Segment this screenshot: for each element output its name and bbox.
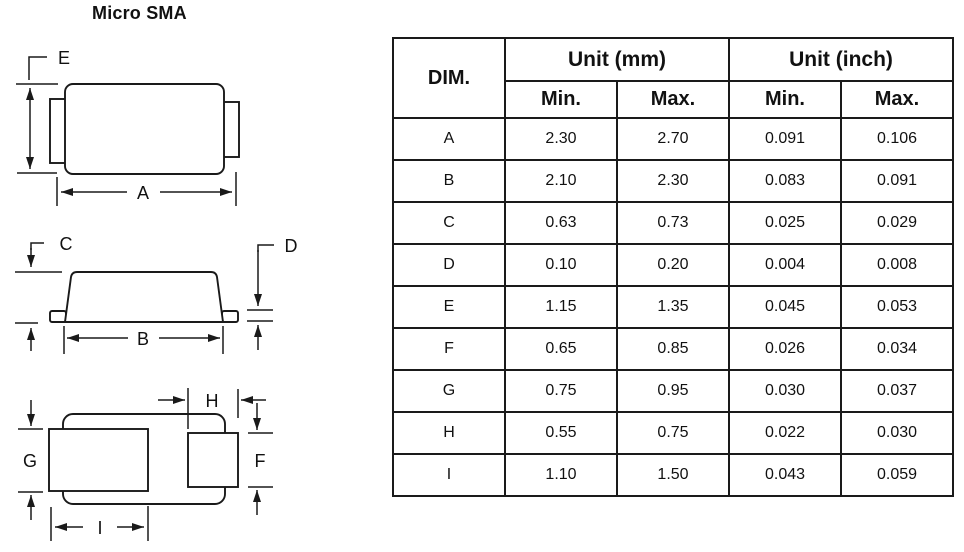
- cell-inch-min: 0.030: [728, 369, 842, 413]
- cell-inch-max: 0.106: [840, 117, 954, 161]
- cell-inch-max: 0.091: [840, 159, 954, 203]
- dim-h-lines: [158, 388, 266, 429]
- unit-inch-header: Unit (inch): [728, 37, 954, 82]
- cell-inch-max: 0.037: [840, 369, 954, 413]
- dim-label-h: H: [206, 391, 219, 411]
- table-row: F 0.65 0.85 0.026 0.034: [392, 327, 954, 371]
- cell-inch-min: 0.026: [728, 327, 842, 371]
- dim-label-i: I: [97, 518, 102, 538]
- table-header-row-minmax: Min. Max. Min. Max.: [393, 80, 954, 119]
- cell-mm-min: 1.10: [504, 453, 618, 497]
- dim-label-g: G: [23, 451, 37, 471]
- cell-dim: A: [392, 117, 506, 161]
- cell-inch-max: 0.029: [840, 201, 954, 245]
- bottom-view: H G F I: [18, 388, 273, 541]
- dim-label-e: E: [58, 48, 70, 68]
- top-view: E A: [16, 48, 240, 206]
- inch-max-header: Max.: [840, 80, 954, 119]
- side-view-right-lead: [221, 310, 239, 323]
- dim-g-lines: [18, 400, 43, 520]
- cell-dim: D: [392, 243, 506, 287]
- cell-mm-min: 0.65: [504, 327, 618, 371]
- top-view-body: [64, 83, 225, 175]
- dim-label-f: F: [255, 451, 266, 471]
- cell-dim: I: [392, 453, 506, 497]
- dim-e-lines: [16, 56, 58, 174]
- cell-dim: H: [392, 411, 506, 455]
- cell-mm-max: 0.85: [616, 327, 730, 371]
- bottom-view-left-pad: [48, 428, 149, 492]
- table-row: A 2.30 2.70 0.091 0.106: [392, 117, 954, 161]
- cell-mm-max: 0.20: [616, 243, 730, 287]
- cell-inch-max: 0.053: [840, 285, 954, 329]
- page-title: Micro SMA: [92, 3, 187, 23]
- cell-dim: C: [392, 201, 506, 245]
- cell-dim: F: [392, 327, 506, 371]
- dim-f-lines: [248, 403, 273, 515]
- dim-i-lines: [50, 506, 149, 541]
- table-row: B 2.10 2.30 0.083 0.091: [392, 159, 954, 203]
- table-row: C 0.63 0.73 0.025 0.029: [392, 201, 954, 245]
- cell-mm-min: 0.75: [504, 369, 618, 413]
- side-view: C B D: [15, 234, 298, 354]
- cell-mm-max: 0.75: [616, 411, 730, 455]
- dim-b-lines: [63, 326, 224, 354]
- cell-inch-max: 0.034: [840, 327, 954, 371]
- cell-dim: G: [392, 369, 506, 413]
- unit-mm-header: Unit (mm): [504, 37, 730, 82]
- cell-mm-max: 0.95: [616, 369, 730, 413]
- inch-min-header: Min.: [728, 80, 842, 119]
- table-row: E 1.15 1.35 0.045 0.053: [392, 285, 954, 329]
- dim-d-lines: [247, 244, 274, 350]
- table-row: I 1.10 1.50 0.043 0.059: [392, 453, 954, 497]
- dimension-table: DIM. Unit (mm) Unit (inch) Min. Max. Min…: [392, 37, 954, 497]
- cell-inch-min: 0.091: [728, 117, 842, 161]
- table-row: H 0.55 0.75 0.022 0.030: [392, 411, 954, 455]
- cell-mm-max: 2.30: [616, 159, 730, 203]
- cell-inch-min: 0.043: [728, 453, 842, 497]
- cell-inch-min: 0.083: [728, 159, 842, 203]
- cell-inch-min: 0.025: [728, 201, 842, 245]
- cell-inch-max: 0.030: [840, 411, 954, 455]
- cell-mm-max: 2.70: [616, 117, 730, 161]
- top-view-right-tab: [222, 101, 240, 158]
- dim-c-lines: [15, 242, 62, 351]
- dim-column-header: DIM.: [392, 37, 506, 119]
- cell-mm-min: 1.15: [504, 285, 618, 329]
- cell-mm-min: 2.30: [504, 117, 618, 161]
- cell-inch-max: 0.059: [840, 453, 954, 497]
- table-row: G 0.75 0.95 0.030 0.037: [392, 369, 954, 413]
- side-view-body: [63, 271, 225, 323]
- cell-dim: E: [392, 285, 506, 329]
- package-outline-drawing: E A C: [15, 48, 298, 541]
- dim-label-a: A: [137, 183, 149, 203]
- side-view-left-lead: [49, 310, 67, 323]
- cell-inch-max: 0.008: [840, 243, 954, 287]
- cell-mm-min: 2.10: [504, 159, 618, 203]
- cell-mm-min: 0.63: [504, 201, 618, 245]
- table-header-row-groups: DIM. Unit (mm) Unit (inch): [392, 37, 954, 119]
- dim-a-lines: [56, 172, 237, 206]
- cell-mm-min: 0.10: [504, 243, 618, 287]
- cell-mm-min: 0.55: [504, 411, 618, 455]
- top-view-left-tab: [49, 98, 67, 164]
- dim-label-b: B: [137, 329, 149, 349]
- cell-inch-min: 0.045: [728, 285, 842, 329]
- cell-mm-max: 1.35: [616, 285, 730, 329]
- bottom-view-right-pad: [187, 432, 239, 488]
- mm-max-header: Max.: [616, 80, 730, 119]
- cell-inch-min: 0.004: [728, 243, 842, 287]
- dim-label-c: C: [60, 234, 73, 254]
- table-row: D 0.10 0.20 0.004 0.008: [392, 243, 954, 287]
- cell-dim: B: [392, 159, 506, 203]
- dim-label-d: D: [285, 236, 298, 256]
- mm-min-header: Min.: [504, 80, 618, 119]
- cell-mm-max: 0.73: [616, 201, 730, 245]
- cell-inch-min: 0.022: [728, 411, 842, 455]
- cell-mm-max: 1.50: [616, 453, 730, 497]
